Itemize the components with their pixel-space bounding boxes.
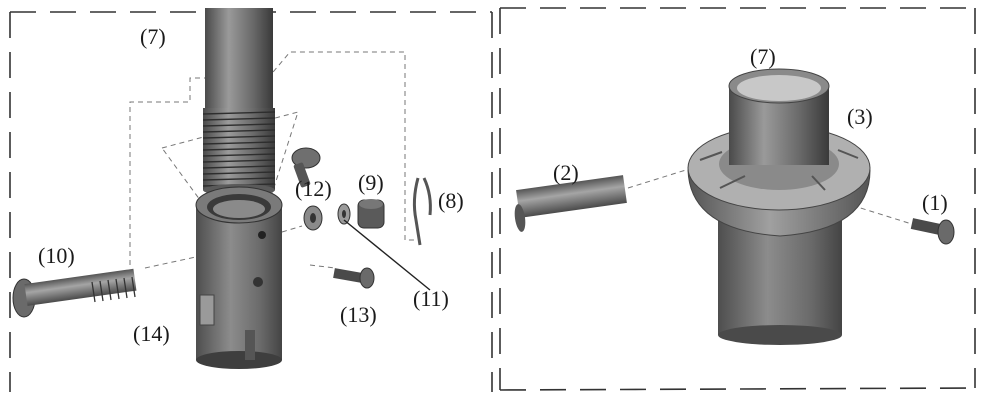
screw-1 xyxy=(910,218,955,245)
screw-13 xyxy=(333,267,375,289)
pipe-7-left xyxy=(202,8,276,196)
label-left-12: (12) xyxy=(295,176,332,201)
label-right-1: (1) xyxy=(922,190,948,215)
pin-2 xyxy=(514,175,627,232)
label-left-9: (9) xyxy=(358,170,384,195)
leader-11 xyxy=(343,219,431,291)
bolt-10 xyxy=(12,268,137,318)
label-left-8: (8) xyxy=(438,188,464,213)
label-left-11: (11) xyxy=(413,286,449,311)
r-clip-8 xyxy=(412,177,432,246)
label-left-7: (7) xyxy=(140,24,166,49)
label-left-10: (10) xyxy=(38,243,75,268)
screw-small-top xyxy=(291,147,321,188)
right-panel-border xyxy=(499,7,976,391)
collar-body-14 xyxy=(195,186,283,369)
washer-11 xyxy=(337,203,351,225)
label-left-14: (14) xyxy=(133,321,170,346)
label-right-7: (7) xyxy=(750,44,776,69)
washer-12 xyxy=(303,205,323,231)
nut-9 xyxy=(357,199,385,229)
label-left-13: (13) xyxy=(340,302,377,327)
label-right-3: (3) xyxy=(847,104,873,129)
label-right-2: (2) xyxy=(553,160,579,185)
flange-assembly-3-7 xyxy=(687,68,871,345)
